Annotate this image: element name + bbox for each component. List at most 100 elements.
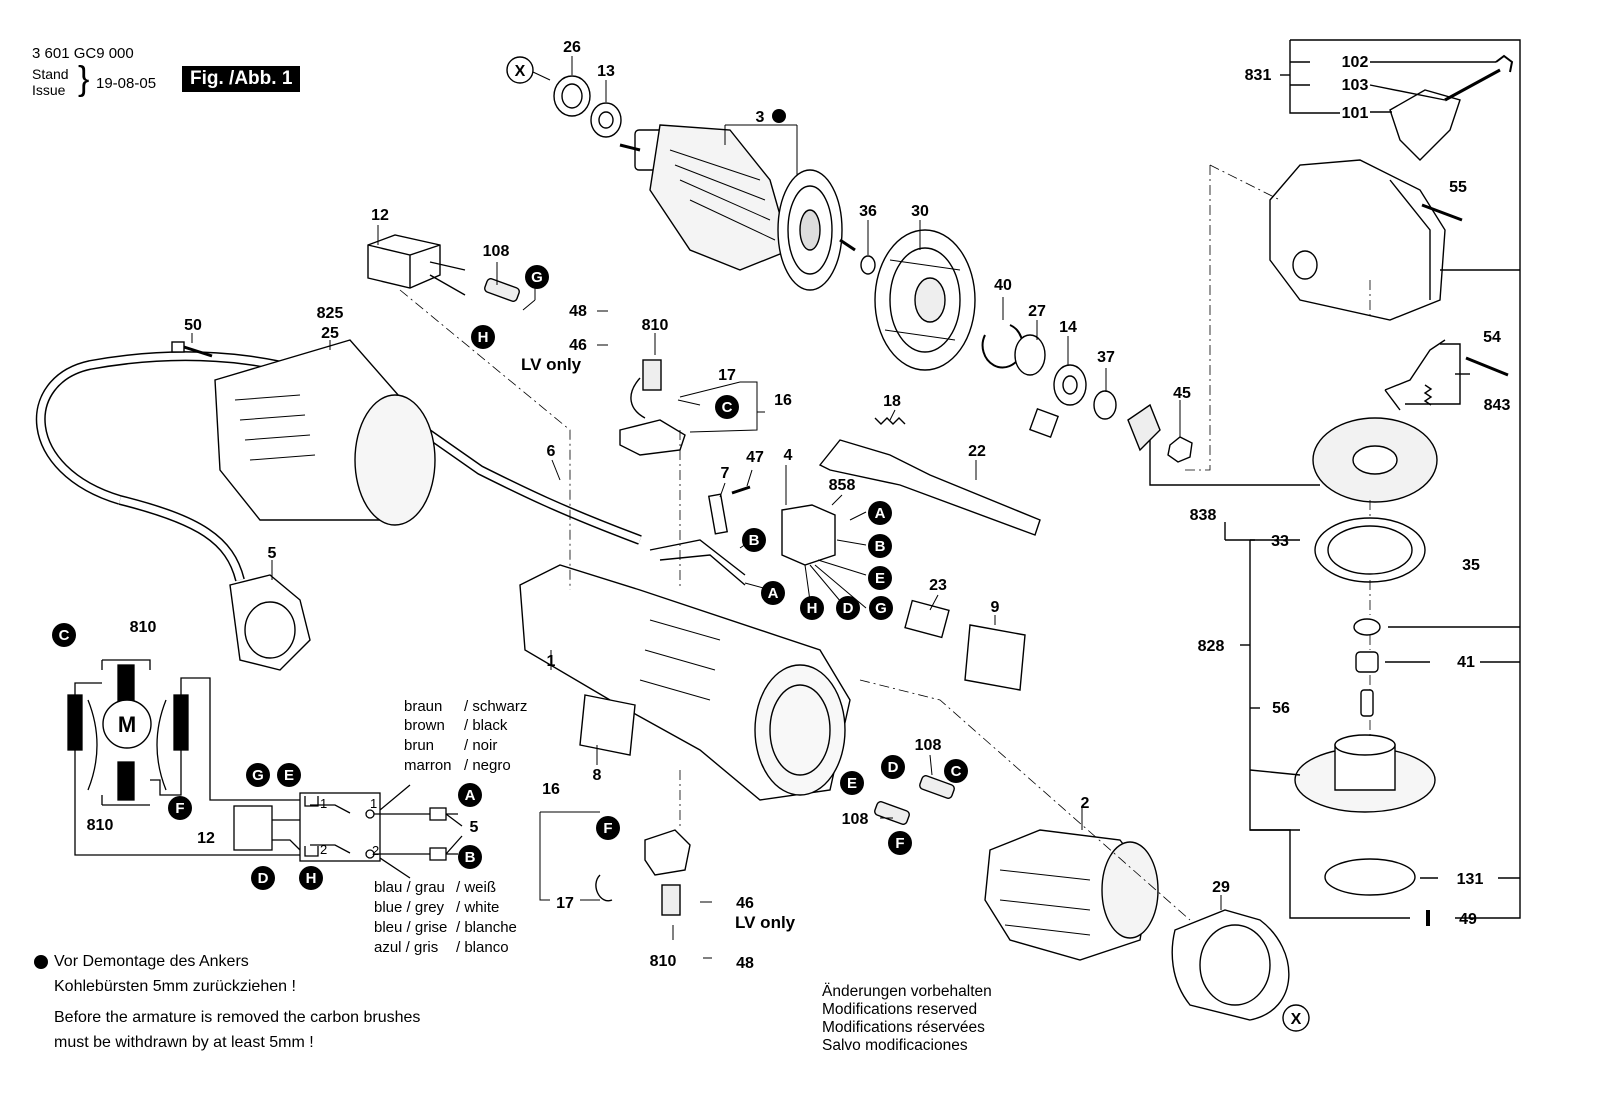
suppressor-12 (367, 234, 466, 296)
part-number-label: 46 (569, 337, 587, 354)
connection-callout-letter: C (59, 627, 70, 644)
x-marker-top (506, 56, 534, 84)
figure-label: Fig. /Abb. 1 (182, 66, 301, 92)
wire-color-row-5-a: blau / grau (374, 879, 445, 896)
wire-color-row-3-b: / noir (464, 737, 498, 754)
motor-symbol (102, 699, 152, 749)
ring-33 (1314, 517, 1426, 583)
connection-callout (277, 763, 301, 787)
carbon-108-lower-2 (874, 801, 910, 825)
part-number-label: 35 (1462, 557, 1480, 574)
connection-callout (868, 501, 892, 525)
connection-callout-letter: B (749, 532, 760, 549)
part-number-label: 14 (1059, 319, 1077, 336)
modifications-line-1: Änderungen vorbehalten (822, 983, 992, 1000)
connection-callout (840, 771, 864, 795)
part-number-label: 55 (1449, 179, 1467, 196)
screw-47 (731, 485, 751, 495)
brush-holder-top (619, 359, 686, 456)
part-number-label: 17 (718, 367, 736, 384)
power-cable (35, 351, 642, 582)
part-number-label: 5 (470, 819, 479, 836)
screw-55 (1421, 203, 1463, 222)
armature (619, 124, 856, 291)
wire-color-row-8-a: azul / gris (374, 939, 439, 956)
carbon-108 (484, 278, 520, 302)
x-marker-bottom (1282, 1004, 1310, 1032)
bullet-icon-armature (772, 109, 786, 123)
issue-label: Issue (32, 82, 66, 98)
connection-callout-letter: G (252, 767, 264, 784)
connection-callout (944, 759, 968, 783)
note-de-line-2: Kohlebürsten 5mm zurückziehen ! (54, 978, 296, 995)
label-8 (579, 694, 636, 756)
connection-callout-letter: G (875, 600, 887, 617)
part-number-label: 23 (929, 577, 947, 594)
part-number-label: 22 (968, 443, 986, 460)
part-23 (904, 599, 950, 639)
modifications-line-2: Modifications reserved (822, 1001, 978, 1018)
part-number-label: 41 (1457, 654, 1475, 671)
spring-18 (874, 417, 906, 425)
part-number-label: 843 (1484, 397, 1511, 414)
part-number-label: 131 (1457, 871, 1484, 888)
part-27 (1014, 334, 1046, 376)
connection-callout (458, 845, 482, 869)
part-number-label: 16 (542, 781, 560, 798)
part-number-label: 25 (321, 325, 339, 342)
connection-callout (525, 265, 549, 289)
connection-callout-letter: A (768, 585, 779, 602)
part-number-label: 47 (746, 449, 764, 466)
part-number-label: 37 (1097, 349, 1115, 366)
connection-callout-letter: F (603, 820, 612, 837)
part-number-label: 810 (650, 953, 677, 970)
part-number-label: 108 (483, 243, 510, 260)
gear-head-cover (1269, 159, 1446, 321)
connection-callout (299, 866, 323, 890)
brush-holder-bottom (595, 829, 691, 916)
part-number-label: 30 (911, 203, 929, 220)
part-number-label: 13 (597, 63, 615, 80)
connection-callout-letter: B (875, 538, 886, 555)
wire-color-row-1-a: braun (404, 698, 443, 715)
part-number-label: 54 (1483, 329, 1501, 346)
connection-callout-letter: E (847, 775, 857, 792)
part-40 (981, 324, 1024, 369)
part-37-insert (1029, 408, 1059, 438)
connection-callout-letter: H (478, 329, 489, 346)
connection-callout-letter: C (951, 763, 962, 780)
part-number-label: 27 (1028, 303, 1046, 320)
connection-callout-letter: H (306, 870, 317, 887)
connection-callout-letter: E (875, 570, 885, 587)
part-number-label: 56 (1272, 700, 1290, 717)
part-number-label: 825 (317, 305, 344, 322)
connection-callout-letter: B (465, 849, 476, 866)
lever-101 (1389, 89, 1461, 161)
wire-color-row-3-a: brun (404, 737, 435, 754)
connection-callout-letter: D (888, 759, 899, 776)
part-number-label: 4 (784, 447, 793, 464)
pinion (1127, 403, 1161, 452)
part-36 (860, 255, 876, 275)
part-number-label: 36 (859, 203, 877, 220)
assembly-lines (399, 164, 1371, 921)
connection-callout (869, 596, 893, 620)
part-number-label: 838 (1190, 507, 1217, 524)
wire-color-row-4-b: / negro (464, 757, 511, 774)
part-26 (553, 75, 591, 117)
bracket-lines (1149, 39, 1521, 919)
part-number-label: 16 (774, 392, 792, 409)
terminal-1-right: 1 (370, 796, 377, 811)
switch-wire (649, 539, 746, 586)
stator-2 (984, 829, 1159, 961)
spring-843 (1423, 384, 1433, 406)
part-number-label: 2 (1081, 795, 1090, 812)
wire-color-row-1-b: / schwarz (464, 698, 528, 715)
part-41 (1355, 651, 1379, 673)
part-56 (1360, 689, 1374, 717)
part-number-label: 1 (547, 653, 556, 670)
wire-color-row-4-a: marron (404, 757, 452, 774)
part-13 (590, 102, 622, 138)
